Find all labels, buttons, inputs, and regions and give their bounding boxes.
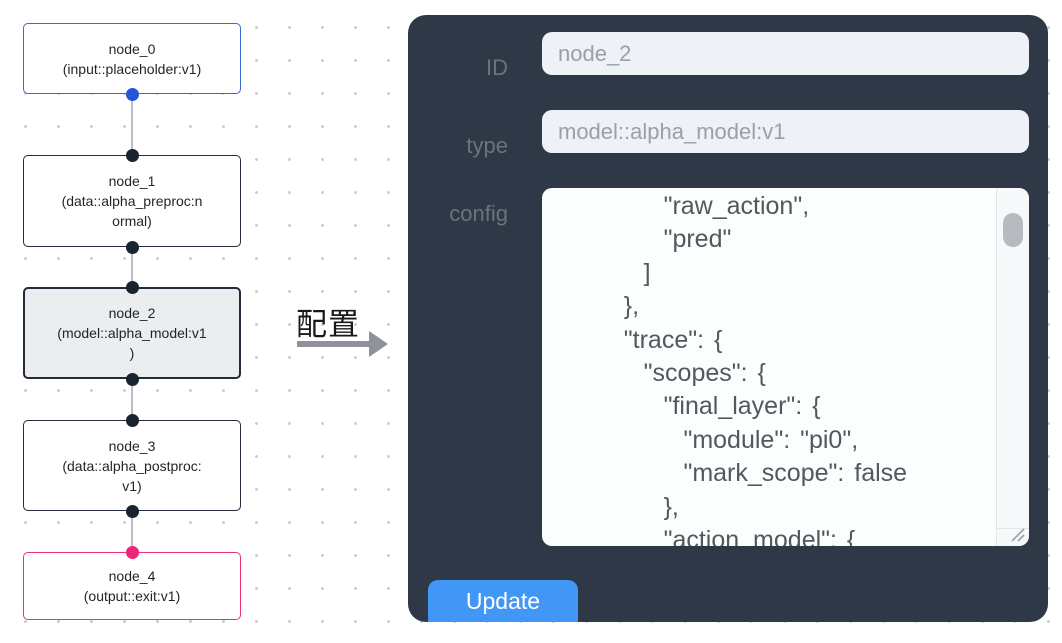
port-node0-output-handle[interactable] (125, 87, 139, 101)
node-title: node_3 (108, 437, 156, 454)
port-node1-output-handle[interactable] (125, 240, 139, 254)
edge-node2-node3 (131, 379, 133, 420)
config-textarea[interactable]: "raw_action", "pred" ] }, "trace": { "sc… (542, 188, 1029, 546)
config-scrollbar-thumb[interactable] (1003, 213, 1023, 247)
flow-node-node-1[interactable]: node_1 (data::alpha_preproc:n ormal) (23, 155, 241, 247)
edge-node1-node2 (131, 247, 133, 287)
port-node4-input-handle[interactable] (125, 545, 139, 559)
config-field-label: config (449, 201, 508, 226)
textarea-resize-handle-icon[interactable] (1008, 525, 1026, 543)
type-input[interactable] (542, 110, 1029, 153)
node-type-label: (output::exit:v1) (83, 588, 181, 604)
node-type-label: (data::alpha_postproc: (62, 457, 202, 474)
id-field-label: ID (486, 55, 508, 80)
update-button[interactable]: Update (428, 580, 578, 622)
node-title: node_4 (108, 568, 156, 584)
port-node3-output-handle[interactable] (125, 504, 139, 518)
node-type-label: v1) (122, 477, 142, 494)
node-type-label: ormal) (112, 213, 152, 229)
flow-node-node-3[interactable]: node_3 (data::alpha_postproc: v1) (23, 420, 241, 511)
port-node2-input-handle[interactable] (125, 280, 139, 294)
configure-annotation-label: 配置 (296, 307, 360, 342)
node-type-label: (model::alpha_model:v1 (57, 325, 207, 341)
type-field-label: type (466, 133, 508, 158)
edge-node0-node1 (131, 94, 133, 155)
scrollbar-corner-divider (997, 528, 1029, 529)
flow-node-node-0[interactable]: node_0 (input::placeholder:v1) (23, 23, 241, 94)
port-node2-output-handle[interactable] (125, 372, 139, 386)
port-node3-input-handle[interactable] (125, 413, 139, 427)
node-title: node_0 (108, 40, 156, 57)
edge-node3-node4 (131, 511, 133, 552)
node-title: node_1 (108, 173, 156, 189)
node-title: node_2 (108, 305, 156, 321)
config-scrollbar-track[interactable] (996, 188, 1029, 546)
node-type-label: ) (129, 345, 135, 361)
flow-node-node-2-selected[interactable]: node_2 (model::alpha_model:v1 ) (23, 287, 241, 379)
node-type-label: (data::alpha_preproc:n (61, 193, 203, 209)
flow-node-node-4[interactable]: node_4 (output::exit:v1) (23, 552, 241, 620)
right-arrow-head-icon (369, 331, 388, 357)
config-json-content: "raw_action", "pred" ] }, "trace": { "sc… (623, 192, 908, 546)
node-config-panel: ID type config "raw_action", "pred" ] },… (408, 15, 1048, 622)
port-node1-input-handle[interactable] (125, 148, 139, 162)
right-arrow-icon (297, 341, 370, 347)
id-input[interactable] (542, 32, 1029, 75)
node-type-label: (input::placeholder:v1) (62, 60, 202, 77)
